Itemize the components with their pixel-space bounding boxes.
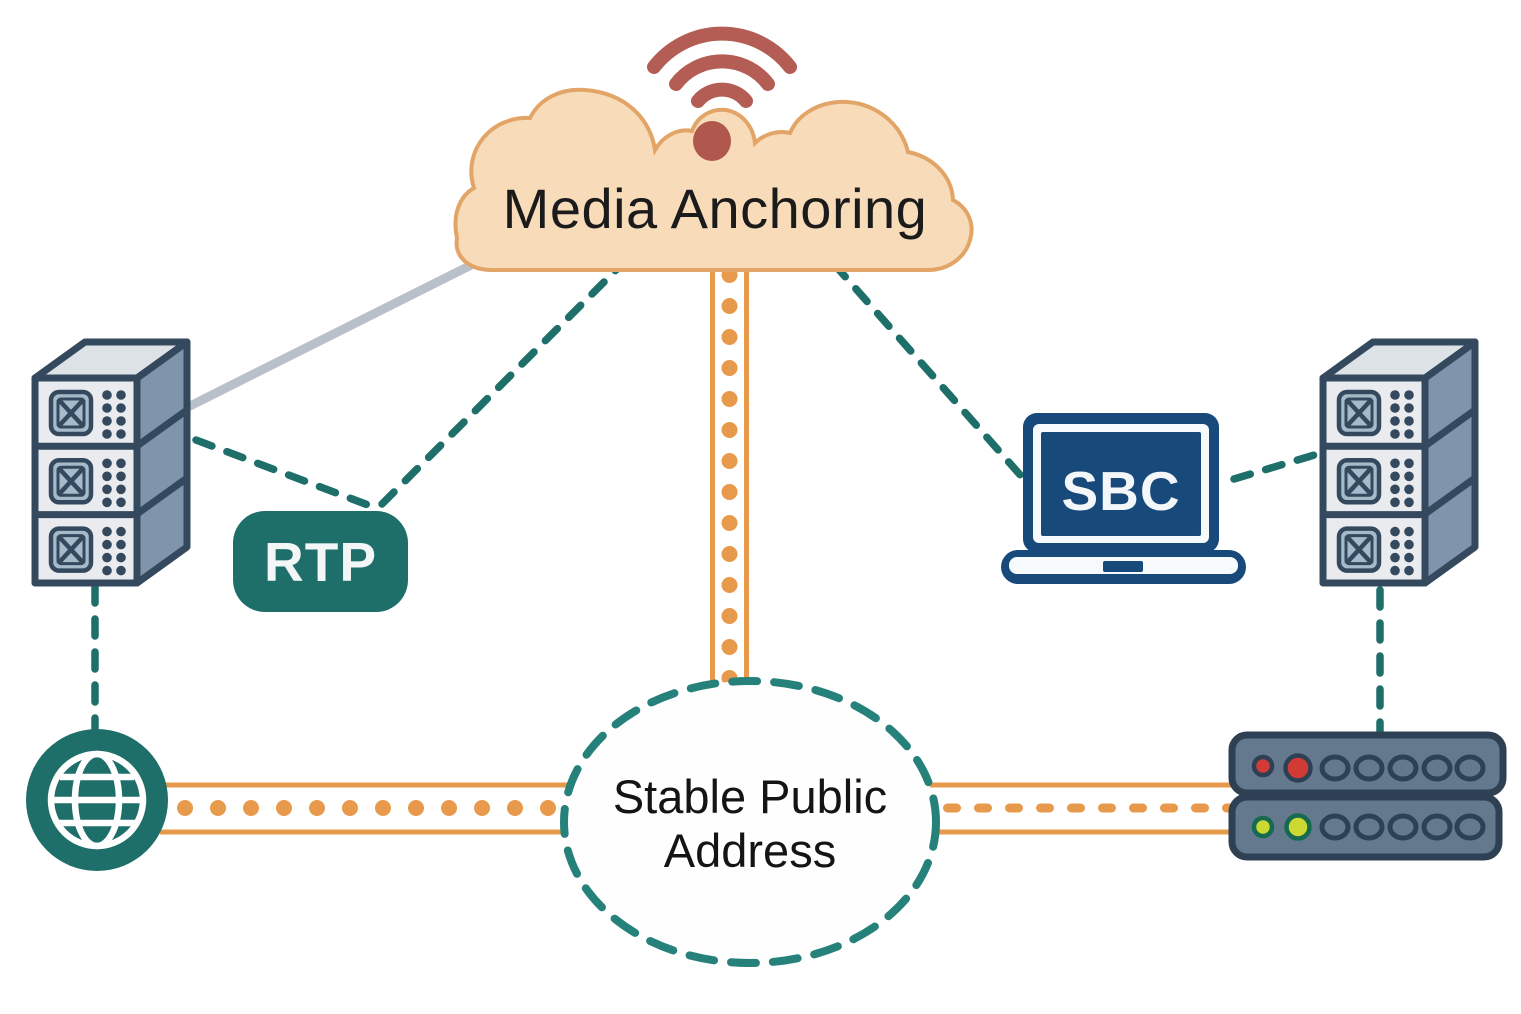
stable-public-address-label: Stable Public Address bbox=[612, 770, 888, 877]
pipe-address-to-rack bbox=[926, 782, 1240, 835]
right-server-stack-icon bbox=[1323, 342, 1475, 583]
left-server-stack-icon bbox=[35, 342, 187, 583]
wifi-icon bbox=[647, 26, 797, 161]
connector-sbc-to-right-server bbox=[1230, 449, 1325, 483]
rtp-badge-label: RTP bbox=[264, 530, 377, 593]
rack-server-icon bbox=[1228, 731, 1507, 861]
pipe-globe-to-address bbox=[160, 782, 570, 835]
connector-cloud-to-sbc bbox=[830, 260, 1026, 481]
connector-rtp-to-cloud bbox=[378, 262, 624, 508]
internet-globe-icon bbox=[26, 729, 168, 871]
cloud-title: Media Anchoring bbox=[502, 177, 928, 240]
sbc-laptop-icon bbox=[1001, 413, 1246, 584]
cloud-icon bbox=[453, 87, 974, 272]
pipe-cloud-to-address bbox=[710, 260, 749, 690]
connector-left-server-to-rtp bbox=[192, 436, 380, 512]
stable-public-address-ellipse bbox=[560, 677, 940, 967]
sbc-screen-label: SBC bbox=[1061, 460, 1181, 522]
rtp-badge: RTP bbox=[233, 511, 408, 612]
